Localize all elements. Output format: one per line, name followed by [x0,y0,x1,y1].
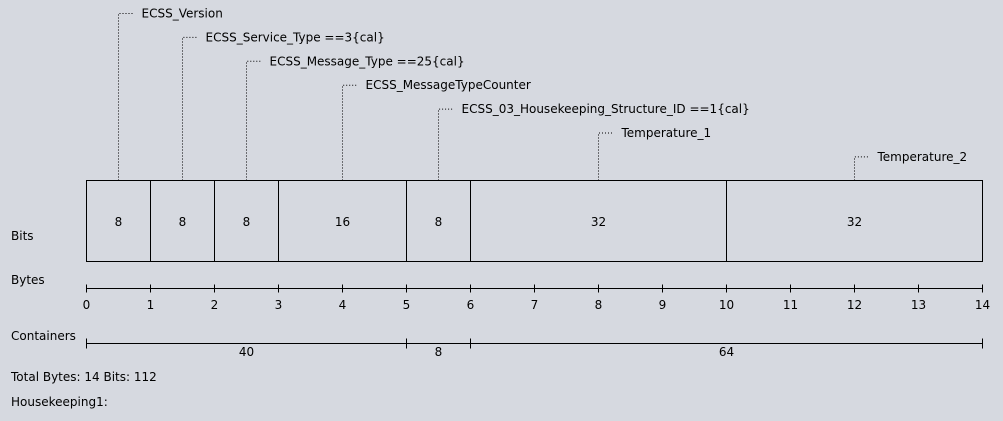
field-bits-label: 8 [179,215,187,229]
container-size-label: 40 [239,345,254,359]
byte-tick-label: 11 [783,298,798,312]
byte-tick-label: 0 [83,298,91,312]
field-name-label: ECSS_Service_Type ==3{cal} [206,30,385,44]
bit-fields-row: 8 8 8 16 8 32 32 [86,180,983,262]
field-bits-label: 8 [243,215,251,229]
byte-tick-label: 7 [531,298,539,312]
field-name-label: ECSS_Version [142,7,223,21]
byte-tick-label: 1 [147,298,155,312]
byte-tick-label: 4 [339,298,347,312]
field-callout-line [246,60,261,181]
field-bits-label: 8 [115,215,123,229]
field-name-label: ECSS_03_Housekeeping_Structure_ID ==1{ca… [462,102,750,116]
byte-tick-label: 5 [403,298,411,312]
packet-name-label: Housekeeping1: [11,395,108,409]
byte-tick-label: 8 [595,298,603,312]
byte-tick-label: 14 [975,298,990,312]
field-name-label: ECSS_MessageTypeCounter [366,78,531,92]
field-name-label: ECSS_Message_Type ==25{cal} [270,54,465,68]
field-callout-line [118,13,133,181]
field-callout-line [598,132,613,181]
byte-tick-label: 12 [847,298,862,312]
container-size-label: 8 [435,345,443,359]
bits-row-label: Bits [11,229,34,243]
byte-tick-label: 6 [467,298,475,312]
field-callout-line [438,108,453,181]
field-name-label: Temperature_2 [877,150,968,164]
byte-tick-label: 2 [211,298,219,312]
field-box [726,180,983,262]
bytes-row-label: Bytes [11,273,45,287]
field-bits-label: 8 [435,215,443,229]
field-name-label: Temperature_1 [621,126,712,140]
field-bits-label: 32 [847,215,862,229]
field-callout-line [854,156,869,181]
container-size-label: 64 [719,345,734,359]
container-ruler: 40 8 64 [86,338,983,359]
field-bits-label: 16 [335,215,350,229]
field-callout-line [182,36,197,181]
byte-tick-label: 3 [275,298,283,312]
field-bits-label: 32 [591,215,606,229]
field-callout-line [342,84,357,181]
containers-row-label: Containers [11,329,76,343]
total-size-label: Total Bytes: 14 Bits: 112 [11,370,157,384]
byte-tick-label: 10 [719,298,734,312]
byte-tick-label: 9 [659,298,667,312]
byte-tick-label: 13 [911,298,926,312]
